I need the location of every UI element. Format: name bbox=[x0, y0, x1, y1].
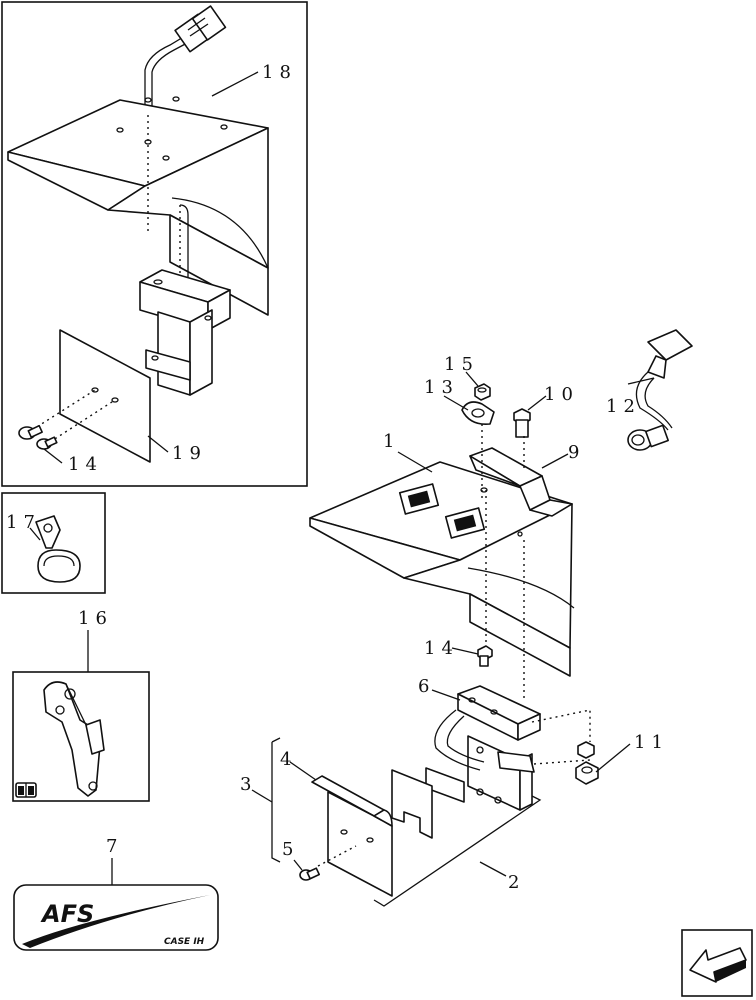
shim-plate bbox=[391, 769, 433, 839]
mount-block-19 bbox=[139, 269, 231, 396]
callout-9: 9 bbox=[568, 442, 585, 463]
inset-clip-17: 17 bbox=[1, 492, 106, 594]
bracket-9 bbox=[469, 447, 573, 517]
callout-5: 5 bbox=[282, 839, 299, 860]
book-icon bbox=[15, 782, 37, 798]
callout-6: 6 bbox=[418, 676, 435, 697]
screw-5 bbox=[299, 867, 321, 881]
nut-15 bbox=[474, 383, 491, 401]
callout-11: 11 bbox=[634, 732, 669, 753]
callout-10: 10 bbox=[544, 384, 579, 405]
callout-7: 7 bbox=[106, 836, 123, 857]
callout-13: 13 bbox=[424, 377, 459, 398]
bracket-line-3 bbox=[271, 737, 281, 863]
decal-afs-7: 7 AFS CASE IH bbox=[13, 836, 219, 951]
inset-lever-16: 16 bbox=[12, 608, 150, 802]
bolt-14-inset bbox=[18, 424, 58, 450]
ring-terminal-13 bbox=[461, 401, 495, 426]
connector-18 bbox=[144, 5, 227, 110]
callout-14-inset: 14 bbox=[68, 454, 103, 475]
mounting-plate-4 bbox=[311, 775, 393, 897]
callout-17: 17 bbox=[6, 512, 41, 533]
cable-harness-12 bbox=[627, 329, 693, 451]
callout-12: 12 bbox=[606, 396, 641, 417]
callout-16: 16 bbox=[78, 608, 113, 629]
nut-11 bbox=[575, 741, 599, 785]
inset-bracket-assembly: 18 19 14 bbox=[1, 1, 308, 487]
callout-19: 19 bbox=[172, 443, 207, 464]
arrow-icon[interactable] bbox=[681, 929, 753, 997]
main-bracket-assembly: 1 2 3 4 5 6 9 10 11 12 13 14 15 bbox=[240, 329, 693, 907]
callout-3: 3 bbox=[240, 774, 257, 795]
plate-18 bbox=[7, 96, 269, 316]
callout-18: 18 bbox=[262, 62, 297, 83]
callout-15: 15 bbox=[444, 354, 479, 375]
callout-1: 1 bbox=[383, 431, 400, 452]
bolt-14-main bbox=[477, 645, 493, 667]
callout-2: 2 bbox=[508, 872, 525, 893]
bracket-line-2 bbox=[373, 795, 542, 907]
afs-logo-text: AFS bbox=[40, 900, 94, 928]
gasket-plate-19 bbox=[59, 329, 151, 463]
callout-14: 14 bbox=[424, 638, 459, 659]
plate-1 bbox=[309, 461, 575, 677]
mount-block-6 bbox=[434, 685, 541, 811]
spacer-plate bbox=[425, 767, 465, 803]
callout-4: 4 bbox=[280, 749, 297, 770]
case-ih-logo-text: CASE IH bbox=[164, 937, 205, 947]
bolt-10 bbox=[513, 408, 531, 438]
